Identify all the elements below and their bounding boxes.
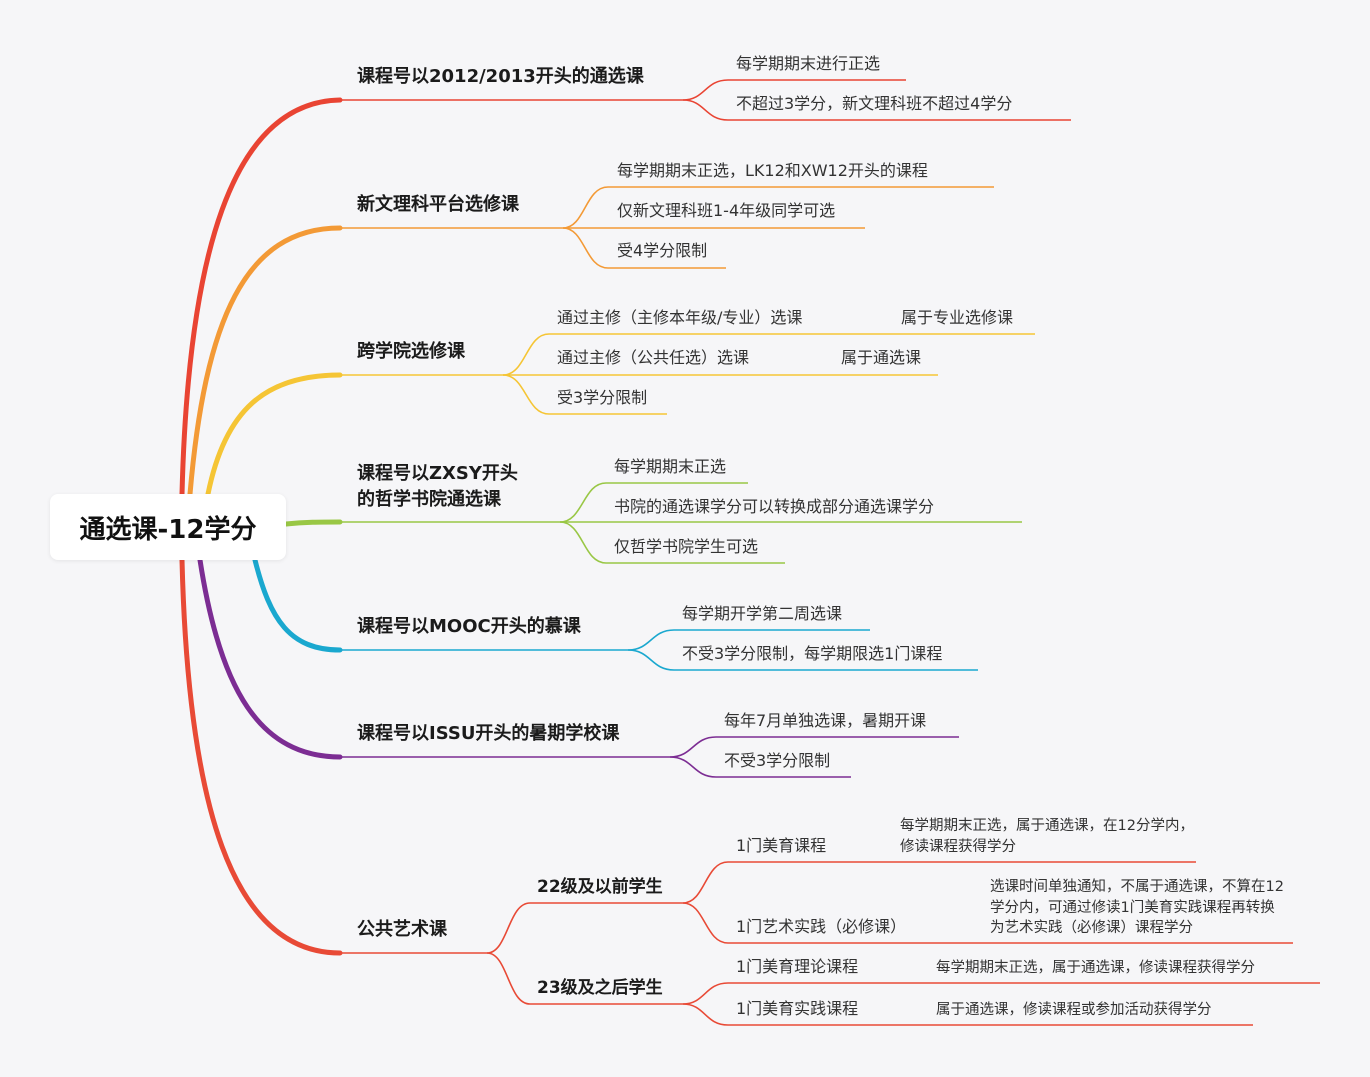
branch-4-label-line-1[interactable]: 课程号以ZXSY开头	[357, 463, 518, 484]
branch-1-label[interactable]: 课程号以2012/2013开头的通选课	[357, 66, 644, 87]
group-1-child-2[interactable]: 1门艺术实践（必修课）	[736, 917, 907, 936]
group-1-child-1-note[interactable]: 每学期期末正选，属于通选课，在12分学内，修读课程获得学分	[900, 818, 1194, 855]
branch-5-child-1[interactable]: 每学期开学第二周选课	[682, 604, 843, 623]
branch-2-child-3[interactable]: 受4学分限制	[617, 241, 708, 260]
root-node[interactable]: 通选课-12学分	[50, 494, 286, 560]
branch-3-label[interactable]: 跨学院选修课	[357, 341, 465, 362]
branch-2-label[interactable]: 新文理科平台选修课	[357, 194, 519, 215]
branch-6-child-2[interactable]: 不受3学分限制	[724, 751, 831, 770]
branch-4-label-line-2[interactable]: 的哲学书院通选课	[357, 489, 501, 510]
connector-branch-7	[179, 557, 343, 956]
branch-5-label[interactable]: 课程号以MOOC开头的慕课	[357, 616, 581, 637]
connector-branch-6	[197, 557, 343, 760]
root-label: 通选课-12学分	[79, 514, 257, 545]
branch-6-label[interactable]: 课程号以ISSU开头的暑期学校课	[357, 723, 620, 744]
branch-3-child-1[interactable]: 通过主修（主修本年级/专业）选课	[557, 308, 803, 327]
group-1-child-1[interactable]: 1门美育课程	[736, 836, 827, 855]
branch-4-child-2[interactable]: 书院的通选课学分可以转换成部分通选课学分	[614, 497, 935, 516]
connector-branch-2	[187, 225, 343, 497]
branch-1-child-2[interactable]: 不超过3学分，新文理科班不超过4学分	[736, 94, 1013, 113]
branch-3-child-2[interactable]: 通过主修（公共任选）选课	[557, 348, 750, 367]
branch-3-child-3[interactable]: 受3学分限制	[557, 388, 648, 407]
group-2-child-2-note[interactable]: 属于通选课，修读课程或参加活动获得学分	[936, 1002, 1212, 1018]
branch-3-child-1-note[interactable]: 属于专业选修课	[901, 308, 1014, 327]
connector-branch-5	[252, 557, 343, 653]
branch-7-group-2-label[interactable]: 23级及之后学生	[537, 978, 663, 998]
connector-branch-3	[205, 372, 343, 497]
branch-6-child-1[interactable]: 每年7月单独选课，暑期开课	[724, 711, 927, 730]
connector-branch-4	[283, 519, 343, 527]
branch-3-child-2-note[interactable]: 属于通选课	[841, 348, 922, 367]
branch-5-child-2[interactable]: 不受3学分限制，每学期限选1门课程	[682, 644, 943, 663]
branch-7-group-1-label[interactable]: 22级及以前学生	[537, 877, 663, 897]
group-2-child-1-note[interactable]: 每学期期末正选，属于通选课，修读课程获得学分	[936, 960, 1255, 976]
connector-branch-1	[179, 97, 343, 497]
group-2-child-2[interactable]: 1门美育实践课程	[736, 999, 859, 1018]
group-1-child-2-note[interactable]: 选课时间单独通知，不属于通选课，不算在12学分内，可通过修读1门美育实践课程再转…	[990, 879, 1284, 937]
branch-2-child-1[interactable]: 每学期期末正选，LK12和XW12开头的课程	[617, 161, 928, 180]
branch-4-child-3[interactable]: 仅哲学书院学生可选	[614, 537, 759, 556]
branch-2-child-2[interactable]: 仅新文理科班1-4年级同学可选	[617, 201, 836, 220]
group-2-child-1[interactable]: 1门美育理论课程	[736, 957, 859, 976]
branch-4-child-1[interactable]: 每学期期末正选	[614, 457, 727, 476]
branch-1-child-1[interactable]: 每学期期末进行正选	[736, 54, 881, 73]
branch-7-label[interactable]: 公共艺术课	[357, 919, 447, 940]
